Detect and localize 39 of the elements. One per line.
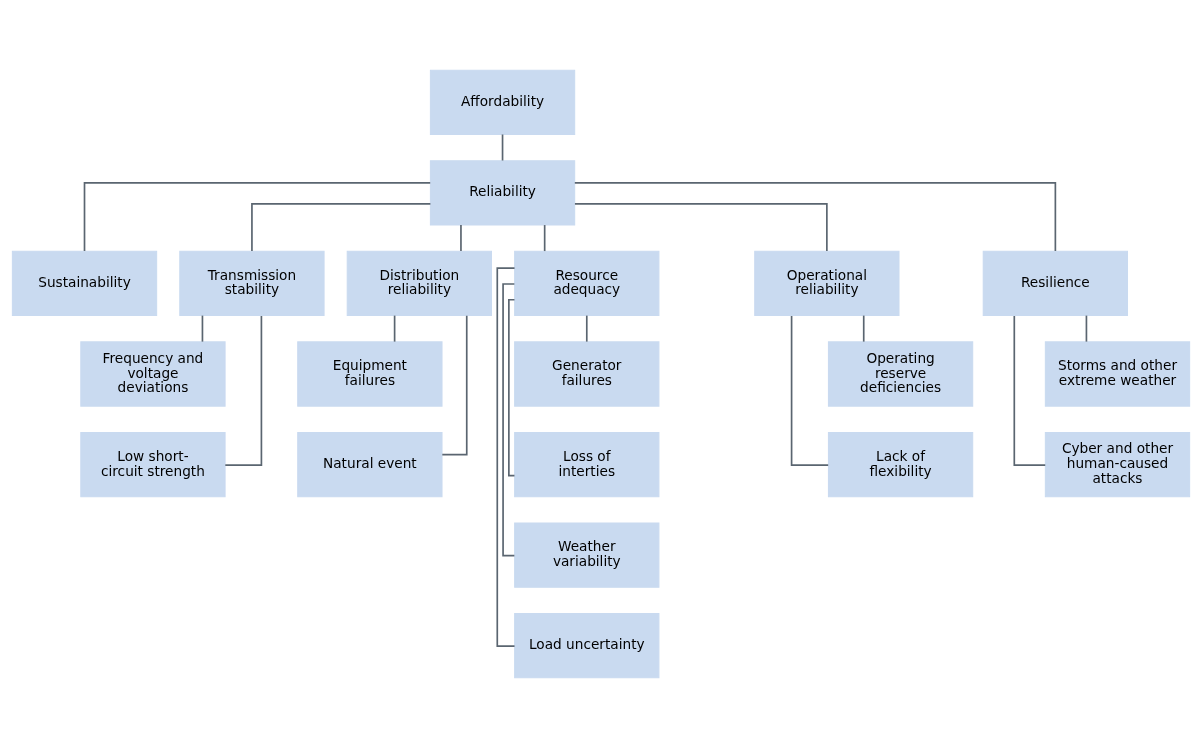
node-box: Affordability: [429, 69, 576, 135]
node-box: Operational reliability: [754, 250, 900, 317]
connector: [502, 283, 516, 557]
node-box: Sustainability: [11, 250, 158, 317]
node-box: Reliability: [429, 160, 576, 226]
connector: [574, 203, 828, 252]
connector: [251, 203, 432, 252]
connector: [585, 314, 588, 343]
node-box: Lack of flexibility: [827, 431, 974, 498]
connector: [393, 314, 396, 343]
node-box: Weather variability: [514, 522, 660, 588]
node-box: Loss of interties: [514, 431, 660, 498]
node-box: Operating reserve deficiencies: [827, 341, 974, 407]
connector: [790, 315, 829, 466]
connector: [201, 314, 204, 343]
node-box: Storms and other extreme weather: [1044, 341, 1191, 407]
node-box: Natural event: [297, 431, 443, 498]
node-box: Transmission stability: [179, 250, 325, 317]
node-box: Low short-circuit strength: [80, 431, 226, 498]
connector: [501, 133, 504, 162]
connector: [508, 298, 516, 477]
node-box: Equipment failures: [297, 341, 443, 407]
node-box: Frequency and voltage deviations: [80, 341, 226, 407]
connector: [441, 314, 468, 456]
node-box: Distribution reliability: [346, 250, 492, 317]
connector: [496, 267, 516, 648]
node-box: Cyber and other human-caused attacks: [1044, 431, 1191, 498]
connector: [1013, 315, 1047, 466]
connector: [83, 182, 432, 252]
connector: [1085, 314, 1088, 343]
node-box: Load uncertainty: [514, 613, 660, 679]
node-box: Resilience: [982, 250, 1129, 317]
connector: [460, 224, 462, 252]
connector: [862, 314, 865, 343]
connector: [543, 224, 546, 252]
connector: [573, 182, 1057, 252]
node-box: Generator failures: [514, 341, 660, 407]
connector: [224, 315, 263, 466]
node-box: Resource adequacy: [514, 250, 660, 317]
